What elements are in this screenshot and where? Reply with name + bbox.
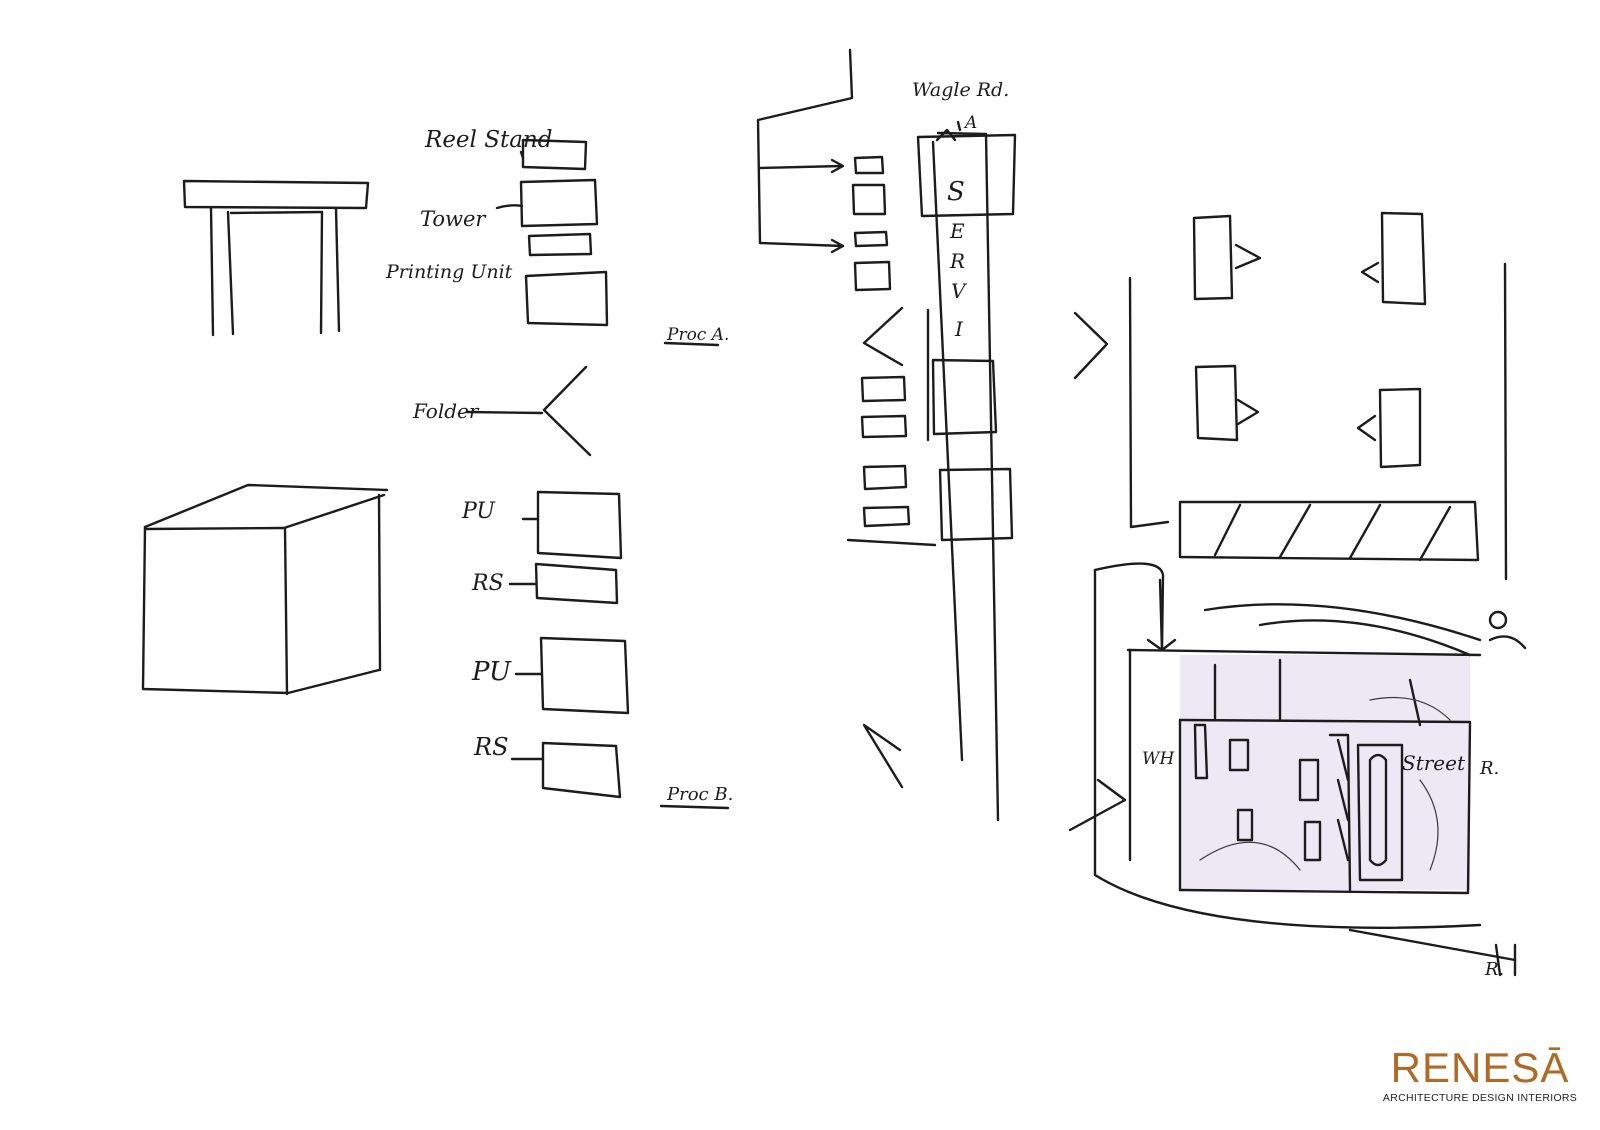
label-printing-unit: Printing Unit <box>385 261 513 283</box>
label-tower: Tower <box>420 207 487 231</box>
process-a-boxes <box>495 138 609 327</box>
label-wh: WH <box>1142 749 1175 769</box>
label-process-a: Proc A. <box>666 325 729 345</box>
press-frame-sketch <box>182 179 370 337</box>
label-road-top-sub: A <box>963 113 977 133</box>
service-letter-2: E <box>949 219 965 243</box>
label-road-bottom: R. <box>1484 959 1504 980</box>
line-layout-sketch <box>756 48 1017 822</box>
label-street-suffix: R. <box>1479 758 1499 779</box>
label-pu-1: PU <box>461 499 496 524</box>
process-b-boxes <box>508 341 730 810</box>
label-rs-1: RS <box>471 571 504 596</box>
service-letter-3: R <box>949 249 965 273</box>
label-rs-2: RS <box>473 733 509 761</box>
brand-logo-name: RENESĀ <box>1390 1044 1570 1091</box>
service-letter-1: S <box>947 177 965 207</box>
label-reel-stand: Reel Stand <box>424 127 552 153</box>
brand-tagline: ARCHITECTURE DESIGN INTERIORS <box>1382 1092 1578 1104</box>
site-plan-sketch <box>1068 562 1527 977</box>
label-road-top: Wagle Rd. <box>912 79 1009 101</box>
service-letter-5: I <box>954 317 964 341</box>
cube-sketch <box>141 483 389 696</box>
handwritten-labels: Reel Stand Tower Printing Unit Proc A. F… <box>385 79 1504 980</box>
label-folder: Folder <box>412 399 480 423</box>
label-street: Street <box>1402 751 1466 775</box>
label-process-b: Proc B. <box>666 784 733 805</box>
bay-plan-sketch <box>1073 211 1508 581</box>
label-pu-2: PU <box>471 657 512 687</box>
folder-symbol <box>465 365 592 457</box>
service-letter-4: V <box>951 279 968 303</box>
